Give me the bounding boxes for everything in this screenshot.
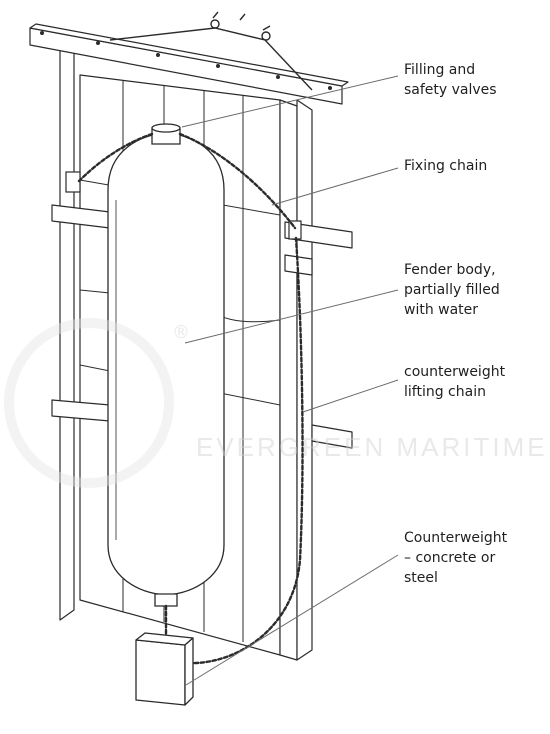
bolt xyxy=(276,75,280,79)
rubbing-bar xyxy=(284,221,353,249)
fixing-chain xyxy=(76,132,154,184)
fender-body xyxy=(107,132,225,596)
counterweight-block xyxy=(135,639,186,706)
valve-top xyxy=(151,123,181,133)
bolt xyxy=(216,64,220,68)
label-counterweight: Counterweight – concrete or steel xyxy=(404,530,508,586)
hanging-cable xyxy=(109,27,313,91)
fixing-chain xyxy=(178,132,297,230)
counterweight-side xyxy=(184,637,194,706)
hook xyxy=(210,19,220,29)
label-filling-valves: Filling and safety valves xyxy=(404,62,497,98)
lifting-chain xyxy=(186,236,304,665)
wall-side xyxy=(279,99,298,661)
leader-fixing-chain xyxy=(271,167,399,206)
panel-seam xyxy=(79,289,111,294)
leader-fender-body xyxy=(184,289,399,344)
leader-lifting-chain xyxy=(302,379,399,413)
hook-tip xyxy=(212,11,271,31)
bolt xyxy=(328,86,332,90)
top-beam-top xyxy=(29,23,349,87)
label-fender-body: Fender body, partially filled with water xyxy=(404,262,500,318)
label-lifting-chain: counterweight lifting chain xyxy=(404,364,506,400)
leader-counterweight xyxy=(185,554,399,686)
bracket xyxy=(65,171,81,193)
bolt xyxy=(96,41,100,45)
right-post xyxy=(296,99,313,661)
rubbing-bar xyxy=(311,424,353,449)
leader-filling-valves xyxy=(181,75,399,128)
bolt xyxy=(156,53,160,57)
frame-back-post xyxy=(59,44,75,621)
fender-cap-bottom xyxy=(154,593,178,607)
bolt xyxy=(40,31,44,35)
hook xyxy=(261,31,271,41)
label-fixing-chain: Fixing chain xyxy=(404,158,488,174)
